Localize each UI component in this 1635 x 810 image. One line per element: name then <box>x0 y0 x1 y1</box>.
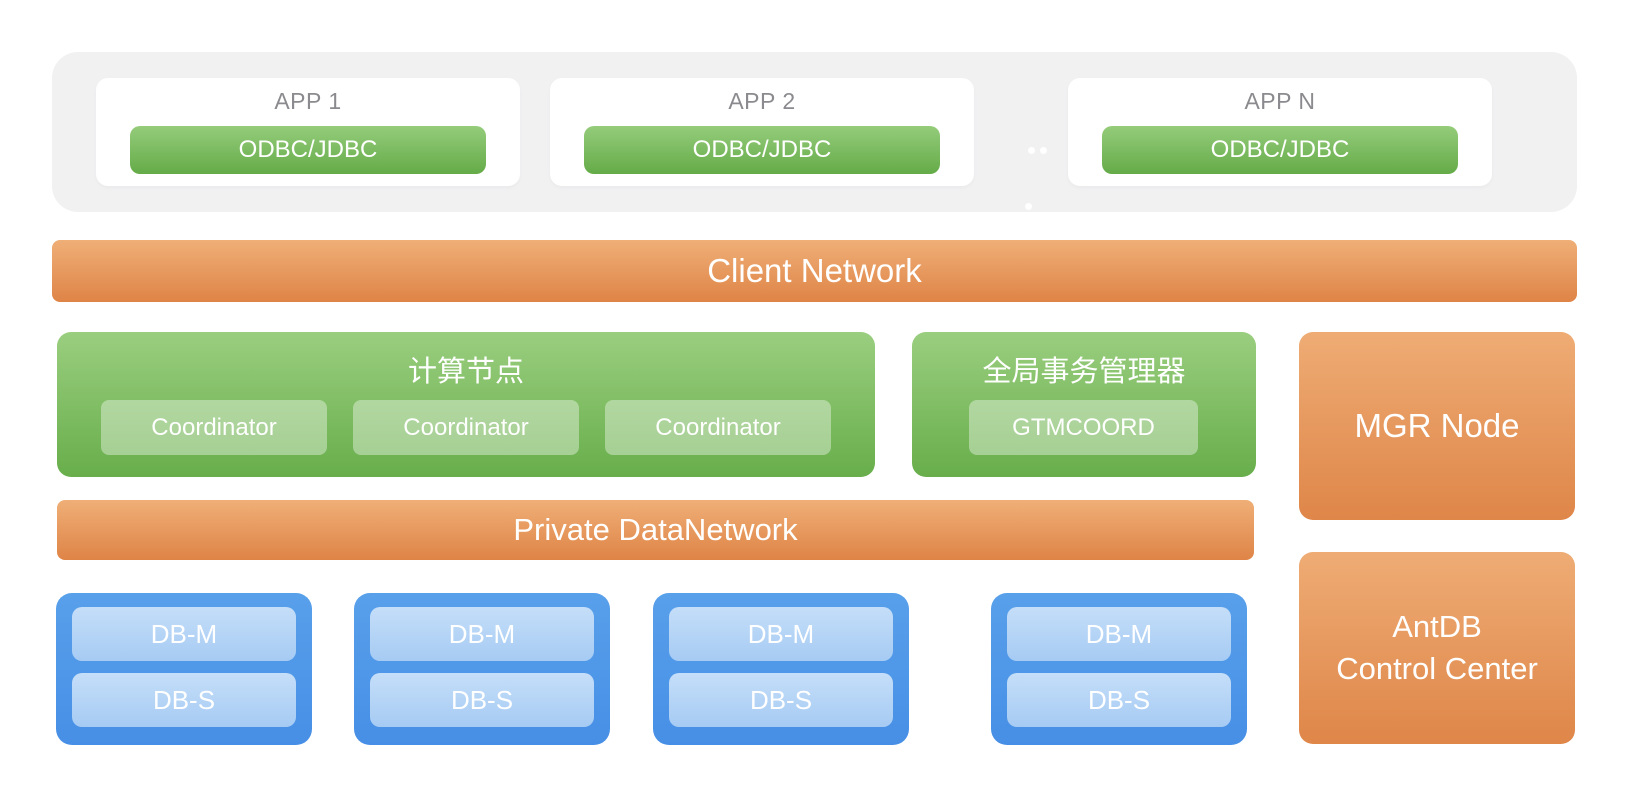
app-label: APP N <box>1244 88 1316 114</box>
db-standby-pill: DB-S <box>72 673 296 727</box>
odbc-jdbc-button: ODBC/JDBC <box>584 126 940 174</box>
more-apps-ellipsis-icon <box>1028 147 1035 154</box>
private-data-network-bar: Private DataNetwork <box>57 500 1254 560</box>
gtm-box: 全局事务管理器 GTMCOORD <box>912 332 1256 477</box>
control-center-label-line1: AntDB <box>1392 609 1482 645</box>
db-master-pill: DB-M <box>370 607 594 661</box>
app-card-2: APP 2 ODBC/JDBC <box>550 78 974 186</box>
more-apps-ellipsis-icon <box>1040 147 1047 154</box>
mgr-node-label: MGR Node <box>1354 407 1520 444</box>
gtm-title: 全局事务管理器 <box>982 356 1186 388</box>
compute-node-title: 计算节点 <box>407 356 524 388</box>
db-group-box-3: DB-M DB-S <box>653 593 909 745</box>
db-group-box-4: DB-M DB-S <box>991 593 1247 745</box>
coordinator-pill: Coordinator <box>605 400 831 455</box>
client-network-bar: Client Network <box>52 240 1577 302</box>
mgr-node-box: MGR Node <box>1299 332 1575 520</box>
db-master-pill: DB-M <box>72 607 296 661</box>
db-master-pill: DB-M <box>669 607 893 661</box>
db-group-box-2: DB-M DB-S <box>354 593 610 745</box>
odbc-jdbc-button: ODBC/JDBC <box>1102 126 1458 174</box>
db-master-pill: DB-M <box>1007 607 1231 661</box>
compute-node-box: 计算节点 Coordinator Coordinator Coordinator <box>57 332 875 477</box>
db-standby-pill: DB-S <box>370 673 594 727</box>
db-standby-pill: DB-S <box>669 673 893 727</box>
app-card-n: APP N ODBC/JDBC <box>1068 78 1492 186</box>
app-label: APP 2 <box>728 88 796 114</box>
control-center-box: AntDB Control Center <box>1299 552 1575 744</box>
app-card-1: APP 1 ODBC/JDBC <box>96 78 520 186</box>
app-label: APP 1 <box>274 88 342 114</box>
db-standby-pill: DB-S <box>1007 673 1231 727</box>
odbc-jdbc-button: ODBC/JDBC <box>130 126 486 174</box>
app-layer-panel: APP 1 ODBC/JDBC APP 2 ODBC/JDBC APP N OD… <box>52 52 1577 212</box>
db-group-box-1: DB-M DB-S <box>56 593 312 745</box>
coordinator-pill: Coordinator <box>101 400 327 455</box>
coordinator-pill: Coordinator <box>353 400 579 455</box>
more-apps-ellipsis-icon <box>1025 203 1032 210</box>
gtmcoord-pill: GTMCOORD <box>969 400 1198 455</box>
control-center-label-line2: Control Center <box>1336 651 1538 686</box>
